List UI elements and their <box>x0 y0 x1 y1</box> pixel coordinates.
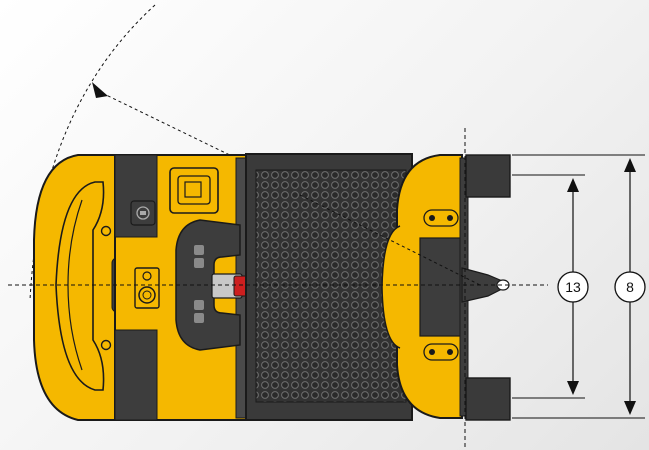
turning-arc-arrowhead <box>92 82 108 98</box>
rear-bolt-bottom <box>100 339 112 351</box>
emergency-stop-icon <box>138 286 156 304</box>
perforated-platform <box>255 169 407 403</box>
turning-radius-line <box>99 91 241 161</box>
dimension-13-bubble <box>557 271 589 303</box>
fork-top <box>465 154 511 198</box>
dimension-8-label: 8 <box>626 279 634 295</box>
rear-body <box>33 154 116 421</box>
lower-battery-cover <box>114 329 158 421</box>
motor-housing <box>419 237 463 337</box>
rear-bolt-top <box>100 225 112 237</box>
hood-bracket-top <box>423 209 459 227</box>
storage-tray <box>169 167 219 214</box>
hood-bracket-bottom <box>423 343 459 361</box>
fork-bottom <box>465 377 511 421</box>
dimension-8-bubble <box>614 271 646 303</box>
dimension-13-label: 13 <box>565 279 581 295</box>
rear-grab-handle <box>55 181 105 391</box>
key-switch-icon <box>136 206 150 220</box>
